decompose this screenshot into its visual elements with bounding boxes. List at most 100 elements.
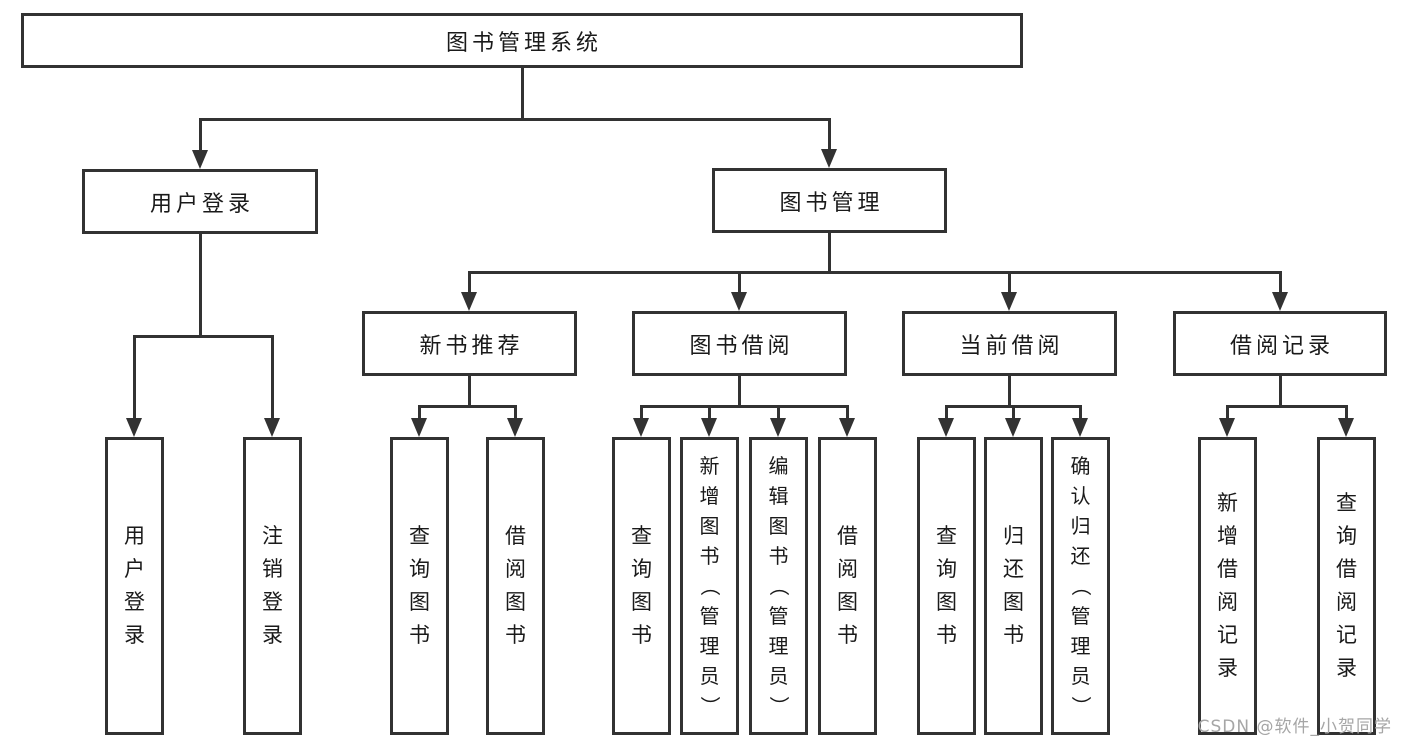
connector-stem [198,119,202,152]
node-label-char: 书 [768,544,789,568]
diagram-node-borrow-records: 借阅记录 [1173,311,1387,376]
node-label: 查询图书 [393,440,446,732]
node-label-char: 户 [124,557,145,581]
node-label-char: 图 [505,590,526,614]
connector-stem [271,336,274,420]
connector-stem [1345,406,1348,420]
node-label-char: 员 [768,664,789,688]
diagram-node-leaf-br-query: 查询借阅记录 [1317,437,1376,735]
node-label: 新增图书（管理员） [683,440,736,732]
node-label-char: （ [766,576,791,596]
node-label-char: 登 [124,590,145,614]
node-label: 当前借阅 [959,333,1064,359]
node-label-char: 辑 [768,484,789,508]
node-label: 用户登录 [108,440,161,732]
diagram-node-user-login: 用户登录 [82,169,318,234]
node-label-char: 阅 [837,557,858,581]
connector-horizontal [640,404,849,408]
node-label-char: 还 [1003,557,1024,581]
node-label-char: 书 [1003,623,1024,647]
node-label-char: 图 [699,514,720,538]
node-label: 图书借阅 [689,333,794,359]
node-label: 新书推荐 [419,333,524,359]
arrow-down-icon [633,418,649,437]
diagram-node-root: 图书管理系统 [21,13,1023,68]
arrow-down-icon [1271,292,1288,311]
node-label-char: 管 [768,604,789,628]
node-label-char: 图 [631,590,652,614]
node-label-char: 录 [124,623,145,647]
diagram-node-leaf-cb-query: 查询图书 [917,437,976,735]
node-label-char: ） [766,696,791,716]
node-label-char: 新 [1217,491,1238,515]
node-label-char: 借 [505,524,526,548]
watermark: CSDN @软件_小贺同学 [1197,717,1392,737]
connector-trunk [828,231,831,274]
connector-stem [1012,406,1015,420]
node-label-char: 图 [1003,590,1024,614]
connector-stem [1226,406,1229,420]
node-label: 编辑图书（管理员） [752,440,805,732]
node-label-char: 查 [936,524,957,548]
connector-stem [640,406,643,420]
node-label: 查询图书 [615,440,668,732]
diagram-node-leaf-user-login: 用户登录 [105,437,164,735]
connector-trunk [1278,374,1282,408]
node-label-char: （ [697,576,722,596]
arrow-down-icon [839,418,855,437]
node-label-char: 归 [1003,524,1024,548]
connector-stem [777,406,780,420]
connector-horizontal [1226,404,1348,408]
diagram-node-leaf-cb-confirm: 确认归还（管理员） [1051,437,1110,735]
connector-stem [1079,406,1082,420]
node-label-char: 录 [1217,656,1238,680]
node-label: 图书管理系统 [445,30,602,56]
connector-stem [846,406,849,420]
arrow-down-icon [191,150,208,169]
diagram-node-leaf-br-add: 新增借阅记录 [1198,437,1257,735]
arrow-down-icon [411,418,427,437]
node-label-char: 询 [1336,524,1357,548]
node-label-char: 书 [837,623,858,647]
node-label: 注销登录 [246,440,299,732]
node-label: 归还图书 [987,440,1040,732]
diagram-node-leaf-rec-query: 查询图书 [390,437,449,735]
node-label-char: 书 [631,623,652,647]
arrow-down-icon [461,292,477,311]
node-label-char: 录 [1336,656,1357,680]
node-label-char: 认 [1070,484,1091,508]
arrow-down-icon [938,418,954,437]
connector-trunk [520,66,524,121]
diagram-node-book-borrow: 图书借阅 [632,311,847,376]
node-label-char: 登 [262,590,283,614]
node-label-char: 阅 [1336,590,1357,614]
node-label-char: 增 [1217,524,1238,548]
connector-stem [133,336,136,420]
node-label-char: 阅 [1217,590,1238,614]
node-label-char: 注 [262,524,283,548]
node-label-char: 询 [631,557,652,581]
connector-horizontal [468,270,1282,274]
node-label-char: 图 [837,590,858,614]
node-label-char: 销 [262,557,283,581]
node-label-char: 归 [1070,514,1091,538]
arrow-down-icon [1001,292,1017,311]
node-label-char: ） [697,696,722,716]
connector-horizontal [133,334,274,338]
node-label: 借阅记录 [1229,333,1334,359]
node-label-char: 询 [936,557,957,581]
node-label-char: 记 [1336,623,1357,647]
node-label-char: 书 [409,623,430,647]
connector-stem [1278,272,1282,294]
connector-stem [828,119,831,151]
connector-trunk [738,374,741,408]
diagram-node-leaf-bb-add: 新增图书（管理员） [680,437,739,735]
arrow-down-icon [507,418,523,437]
connector-stem [738,272,741,294]
arrow-down-icon [1219,418,1235,437]
node-label-char: （ [1068,576,1093,596]
node-label-char: 图 [409,590,430,614]
node-label-char: 管 [1070,604,1091,628]
diagram-node-leaf-logout: 注销登录 [243,437,302,735]
